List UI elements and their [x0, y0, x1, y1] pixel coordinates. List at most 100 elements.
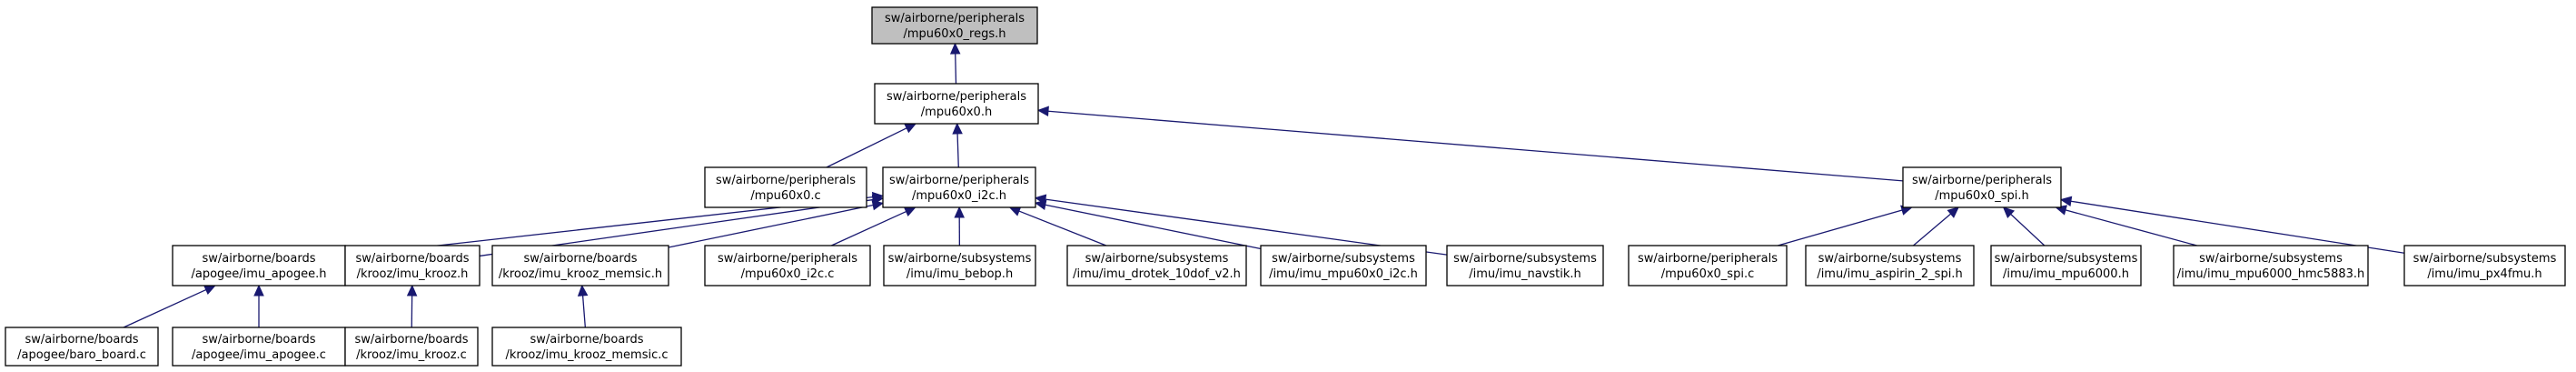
graph-node-imu-apogee-c[interactable]: sw/airborne/boards/apogee/imu_apogee.c	[172, 327, 346, 367]
graph-node-regs: sw/airborne/peripherals/mpu60x0_regs.h	[871, 6, 1038, 45]
node-box	[5, 327, 159, 367]
graph-node-i2c-h[interactable]: sw/airborne/peripherals/mpu60x0_i2c.h	[882, 166, 1036, 208]
node-label-line2: /mpu60x0_spi.h	[1935, 189, 2029, 203]
edge-mpu60x0-c-to-mpu60x0-h	[826, 123, 917, 168]
edge-spi-c-to-spi-h	[1778, 205, 1913, 246]
node-label-line1: sw/airborne/peripherals	[1638, 252, 1778, 266]
node-label-line2: /krooz/imu_krooz_memsic.h	[499, 267, 662, 281]
arrowhead-icon	[954, 206, 965, 218]
graph-node-imu-mpu6000-hmc-h[interactable]: sw/airborne/subsystems/imu/imu_mpu6000_h…	[2173, 245, 2369, 287]
graph-node-imu-krooz-h[interactable]: sw/airborne/boards/krooz/imu_krooz.h	[344, 245, 481, 287]
edge-imu-krooz-c-to-imu-krooz-h	[406, 284, 418, 328]
graph-node-mpu60x0-c[interactable]: sw/airborne/peripherals/mpu60x0.c	[704, 166, 867, 208]
graph-node-imu-apogee-h[interactable]: sw/airborne/boards/apogee/imu_apogee.h	[172, 245, 346, 287]
graph-node-spi-h[interactable]: sw/airborne/peripherals/mpu60x0_spi.h	[1902, 166, 2062, 208]
graph-node-imu-aspirin-h[interactable]: sw/airborne/subsystems/imu/imu_aspirin_2…	[1805, 245, 1975, 287]
graph-node-imu-krooz-memsic-c[interactable]: sw/airborne/boards/krooz/imu_krooz_memsi…	[491, 327, 682, 367]
arrowhead-icon	[903, 206, 916, 217]
edge-imu-krooz-memsic-c-to-imu-krooz-memsic-h	[577, 284, 589, 328]
node-box	[704, 245, 871, 287]
node-label-line2: /imu/imu_navstik.h	[1469, 267, 1581, 281]
graph-node-imu-krooz-memsic-h[interactable]: sw/airborne/boards/krooz/imu_krooz_memsi…	[491, 245, 669, 287]
node-label-line1: sw/airborne/boards	[203, 252, 316, 266]
node-label-line2: /mpu60x0_i2c.h	[912, 189, 1006, 203]
node-label-line2: /imu/imu_mpu6000_hmc5883.h	[2177, 267, 2365, 281]
edge-imu-krooz-memsic-h-to-i2c-h	[668, 199, 885, 248]
edge-imu-aspirin-h-to-spi-h	[1913, 206, 1959, 246]
arrowhead-icon	[949, 42, 961, 55]
edge-imu-mpu6000-hmc-h-to-spi-h	[2055, 205, 2197, 246]
arrowhead-icon	[1947, 206, 1959, 218]
node-label-line1: sw/airborne/peripherals	[887, 90, 1026, 104]
graph-node-baro-board-c[interactable]: sw/airborne/boards/apogee/baro_board.c	[5, 327, 159, 367]
node-label-line1: sw/airborne/peripherals	[716, 174, 856, 187]
arrowhead-icon	[406, 284, 418, 297]
graph-node-imu-bebop-h[interactable]: sw/airborne/subsystems/imu/imu_bebop.h	[883, 245, 1036, 287]
node-label-line2: /krooz/imu_krooz_memsic.c	[505, 348, 668, 362]
edge-imu-drotek-h-to-i2c-h	[1008, 206, 1107, 246]
graph-node-i2c-c[interactable]: sw/airborne/peripherals/mpu60x0_i2c.c	[704, 245, 871, 287]
arrowhead-icon	[871, 199, 885, 211]
arrowhead-icon	[253, 284, 264, 297]
edge-line	[2070, 200, 2405, 254]
arrowhead-icon	[952, 122, 963, 135]
graph-node-imu-mpu6000-h[interactable]: sw/airborne/subsystems/imu/imu_mpu6000.h	[1990, 245, 2142, 287]
node-box	[871, 6, 1038, 45]
node-label-line1: sw/airborne/peripherals	[1912, 174, 2052, 187]
node-label-line1: sw/airborne/boards	[355, 333, 469, 347]
edge-line	[1045, 204, 1262, 250]
graph-node-imu-px4fmu-h[interactable]: sw/airborne/subsystems/imu/imu_px4fmu.h	[2403, 245, 2566, 287]
node-label-line2: /mpu60x0_regs.h	[904, 27, 1006, 41]
node-label-line2: /apogee/imu_apogee.c	[192, 348, 326, 362]
edge-line	[123, 288, 207, 328]
node-label-line2: /imu/imu_aspirin_2_spi.h	[1817, 267, 1962, 281]
edge-imu-bebop-h-to-i2c-h	[954, 206, 965, 246]
node-label-line1: sw/airborne/subsystems	[2413, 252, 2557, 266]
node-label-line1: sw/airborne/subsystems	[1995, 252, 2138, 266]
node-label-line2: /apogee/imu_apogee.h	[192, 267, 327, 281]
node-box	[2173, 245, 2369, 287]
node-label-line1: sw/airborne/boards	[530, 333, 644, 347]
edge-line	[668, 204, 874, 248]
node-box	[874, 83, 1039, 125]
graph-node-spi-c[interactable]: sw/airborne/peripherals/mpu60x0_spi.c	[1628, 245, 1788, 287]
node-box	[344, 245, 481, 287]
nodes-layer: sw/airborne/peripherals/mpu60x0_regs.hsw…	[5, 6, 2566, 367]
node-box	[883, 245, 1036, 287]
edge-imu-px4fmu-h-to-spi-h	[2059, 196, 2405, 254]
graph-node-imu-mpu60x0-i2c-h[interactable]: sw/airborne/subsystems/imu/imu_mpu60x0_i…	[1260, 245, 1427, 287]
node-box	[882, 166, 1036, 208]
arrowhead-icon	[904, 123, 917, 134]
edge-line	[831, 210, 907, 246]
node-box	[1446, 245, 1604, 287]
node-box	[1066, 245, 1247, 287]
node-box	[172, 327, 346, 367]
node-box	[704, 166, 867, 208]
arrowhead-icon	[203, 285, 216, 296]
graph-node-imu-navstik-h[interactable]: sw/airborne/subsystems/imu/imu_navstik.h	[1446, 245, 1604, 287]
arrowhead-icon	[1036, 106, 1049, 117]
edge-line	[2065, 209, 2197, 246]
arrowhead-icon	[2059, 196, 2073, 206]
node-label-line2: /imu/imu_mpu60x0_i2c.h	[1269, 267, 1418, 281]
node-label-line1: sw/airborne/boards	[25, 333, 139, 347]
node-label-line1: sw/airborne/subsystems	[1272, 252, 1415, 266]
edge-line	[826, 127, 907, 168]
edge-mpu60x0-h-to-regs	[949, 42, 961, 85]
edge-line	[1018, 210, 1107, 246]
edge-line	[956, 133, 959, 168]
arrowhead-icon	[1008, 206, 1022, 216]
graph-node-mpu60x0-h[interactable]: sw/airborne/peripherals/mpu60x0.h	[874, 83, 1039, 125]
node-box	[1990, 245, 2142, 287]
node-label-line2: /mpu60x0.c	[750, 189, 820, 203]
edge-baro-board-c-to-imu-apogee-h	[123, 285, 216, 328]
node-label-line2: /mpu60x0.h	[921, 106, 992, 119]
edge-line	[1913, 213, 1952, 246]
arrowhead-icon	[2002, 206, 2016, 219]
node-label-line2: /krooz/imu_krooz.c	[356, 348, 467, 362]
graph-node-imu-krooz-c[interactable]: sw/airborne/boards/krooz/imu_krooz.c	[344, 327, 479, 367]
node-label-line2: /mpu60x0_i2c.c	[741, 267, 835, 281]
graph-node-imu-drotek-h[interactable]: sw/airborne/subsystems/imu/imu_drotek_10…	[1066, 245, 1247, 287]
arrowhead-icon	[1034, 194, 1047, 205]
node-label-line1: sw/airborne/peripherals	[889, 174, 1029, 187]
